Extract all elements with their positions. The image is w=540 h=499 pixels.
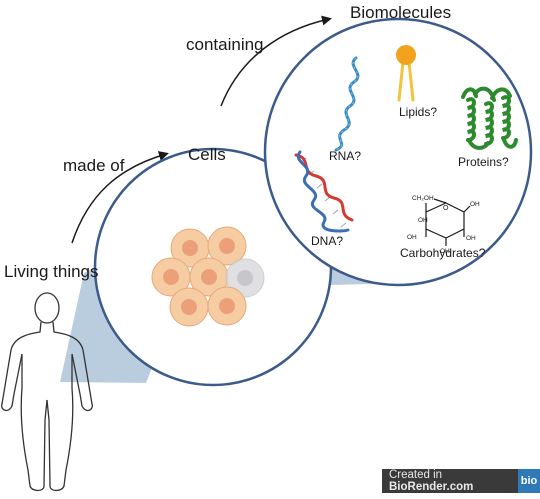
human-outline-icon [1, 292, 93, 492]
containing-label: containing [186, 35, 264, 54]
rna-strand-icon [334, 56, 360, 152]
watermark-text: Created in BioRender.com [382, 469, 518, 493]
sugar-oh-label: OH [466, 235, 476, 242]
watermark-brand: BioRender.com [389, 481, 474, 493]
living-things-label: Living things [4, 262, 99, 281]
rna-label: RNA? [329, 149, 362, 163]
sugar-oh-label: OH [407, 234, 417, 241]
biorender-watermark: Created in BioRender.com bio [382, 469, 540, 493]
cells-label: Cells [188, 145, 226, 164]
sugar-ch2oh-label: CH₂OH [412, 195, 434, 202]
biomolecules-label: Biomolecules [350, 3, 452, 22]
lipid-icon [396, 45, 416, 102]
biorender-logo-icon: bio [518, 469, 540, 493]
cell-cluster [151, 226, 265, 327]
cell-nucleus [237, 270, 253, 286]
sugar-ring-oxygen-label: O [443, 205, 449, 212]
cell-nucleus [219, 298, 235, 314]
dna-label: DNA? [311, 234, 344, 248]
cell-nucleus [201, 269, 217, 285]
sugar-oh-label: OH [440, 248, 450, 255]
cell-nucleus [181, 299, 197, 315]
cell-nucleus [219, 238, 235, 254]
sugar-oh-label: OH [418, 217, 428, 224]
lipids-label: Lipids? [399, 105, 438, 119]
dna-helix-icon [294, 150, 354, 233]
cell-nucleus [182, 240, 198, 256]
cell-nucleus [163, 269, 179, 285]
glucose-ring-icon [425, 198, 471, 246]
proteins-label: Proteins? [458, 155, 509, 169]
protein-helix-icon [461, 86, 518, 150]
containing-arrow [220, 15, 332, 107]
made-of-arrow [71, 151, 169, 244]
watermark-created-in: Created in [389, 469, 443, 481]
made-of-label: made of [63, 156, 125, 175]
sugar-oh-label: OH [470, 201, 480, 208]
carbohydrates-label: Carbohydrates? [400, 246, 486, 260]
